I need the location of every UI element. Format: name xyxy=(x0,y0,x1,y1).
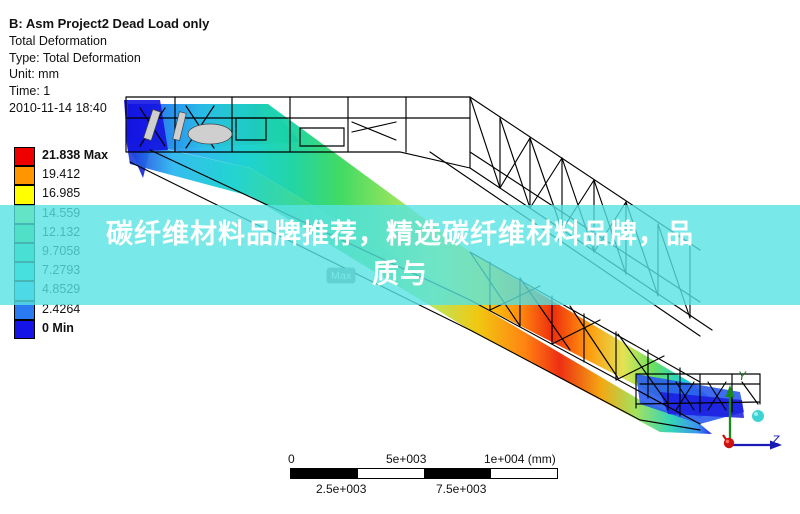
legend-swatch xyxy=(14,223,35,243)
legend-swatch xyxy=(14,242,35,263)
legend-swatch xyxy=(14,204,35,224)
scale-bar-segment xyxy=(291,469,358,478)
legend-label: 7.2793 xyxy=(42,263,81,278)
legend-label: 16.985 xyxy=(42,186,81,201)
max-annotation-label[interactable]: Max xyxy=(327,268,356,283)
result-info-block: B: Asm Project2 Dead Load only Total Def… xyxy=(9,17,209,118)
scale-bar-top-labels: 0 5e+003 1e+004 (mm) xyxy=(288,452,560,468)
scale-bar-track xyxy=(290,468,558,479)
legend-label: 4.8529 xyxy=(42,282,81,297)
legend-label: 2.4264 xyxy=(42,301,81,316)
legend-swatch xyxy=(14,185,35,205)
legend-swatch xyxy=(14,166,35,186)
scale-bar-segment xyxy=(424,469,491,478)
result-timestamp: 2010-11-14 18:40 xyxy=(9,100,107,115)
result-type: Type: Total Deformation xyxy=(9,50,141,65)
axis-label-y: Y xyxy=(738,369,747,383)
legend-label: 21.838 Max xyxy=(42,148,109,162)
analysis-title: B: Asm Project2 Dead Load only xyxy=(9,16,210,31)
legend-swatch xyxy=(14,262,35,282)
scale-label-2p5e3: 2.5e+003 xyxy=(316,482,367,496)
scale-bar-segment xyxy=(490,469,557,478)
legend-swatch xyxy=(14,300,35,320)
legend-swatch xyxy=(14,319,35,339)
scale-label-1e4: 1e+004 (mm) xyxy=(484,452,556,466)
legend-label: 12.132 xyxy=(42,224,81,239)
legend-label: 9.7058 xyxy=(42,243,81,258)
scale-bar: 0 5e+003 1e+004 (mm) 2.5e+003 7.5e+003 xyxy=(288,452,560,499)
legend-label: 19.412 xyxy=(42,167,81,182)
axis-label-z: Z xyxy=(772,433,780,447)
legend-swatch xyxy=(14,147,35,167)
axis-triad[interactable]: Y Z xyxy=(716,363,786,463)
legend-swatch xyxy=(14,281,35,301)
result-time: Time: 1 xyxy=(9,84,51,99)
legend-label: 0 Min xyxy=(42,320,74,335)
result-name: Total Deformation xyxy=(9,34,107,48)
scale-label-5e3: 5e+003 xyxy=(386,452,427,466)
scale-bar-bottom-labels: 2.5e+003 7.5e+003 xyxy=(288,482,560,499)
legend-label: 14.559 xyxy=(42,205,81,220)
result-unit: Unit: mm xyxy=(9,67,59,82)
scale-bar-segment xyxy=(357,469,424,478)
scale-label-0: 0 xyxy=(288,452,295,466)
axis-triad-icon xyxy=(722,385,782,450)
scale-label-7p5e3: 7.5e+003 xyxy=(436,482,487,496)
